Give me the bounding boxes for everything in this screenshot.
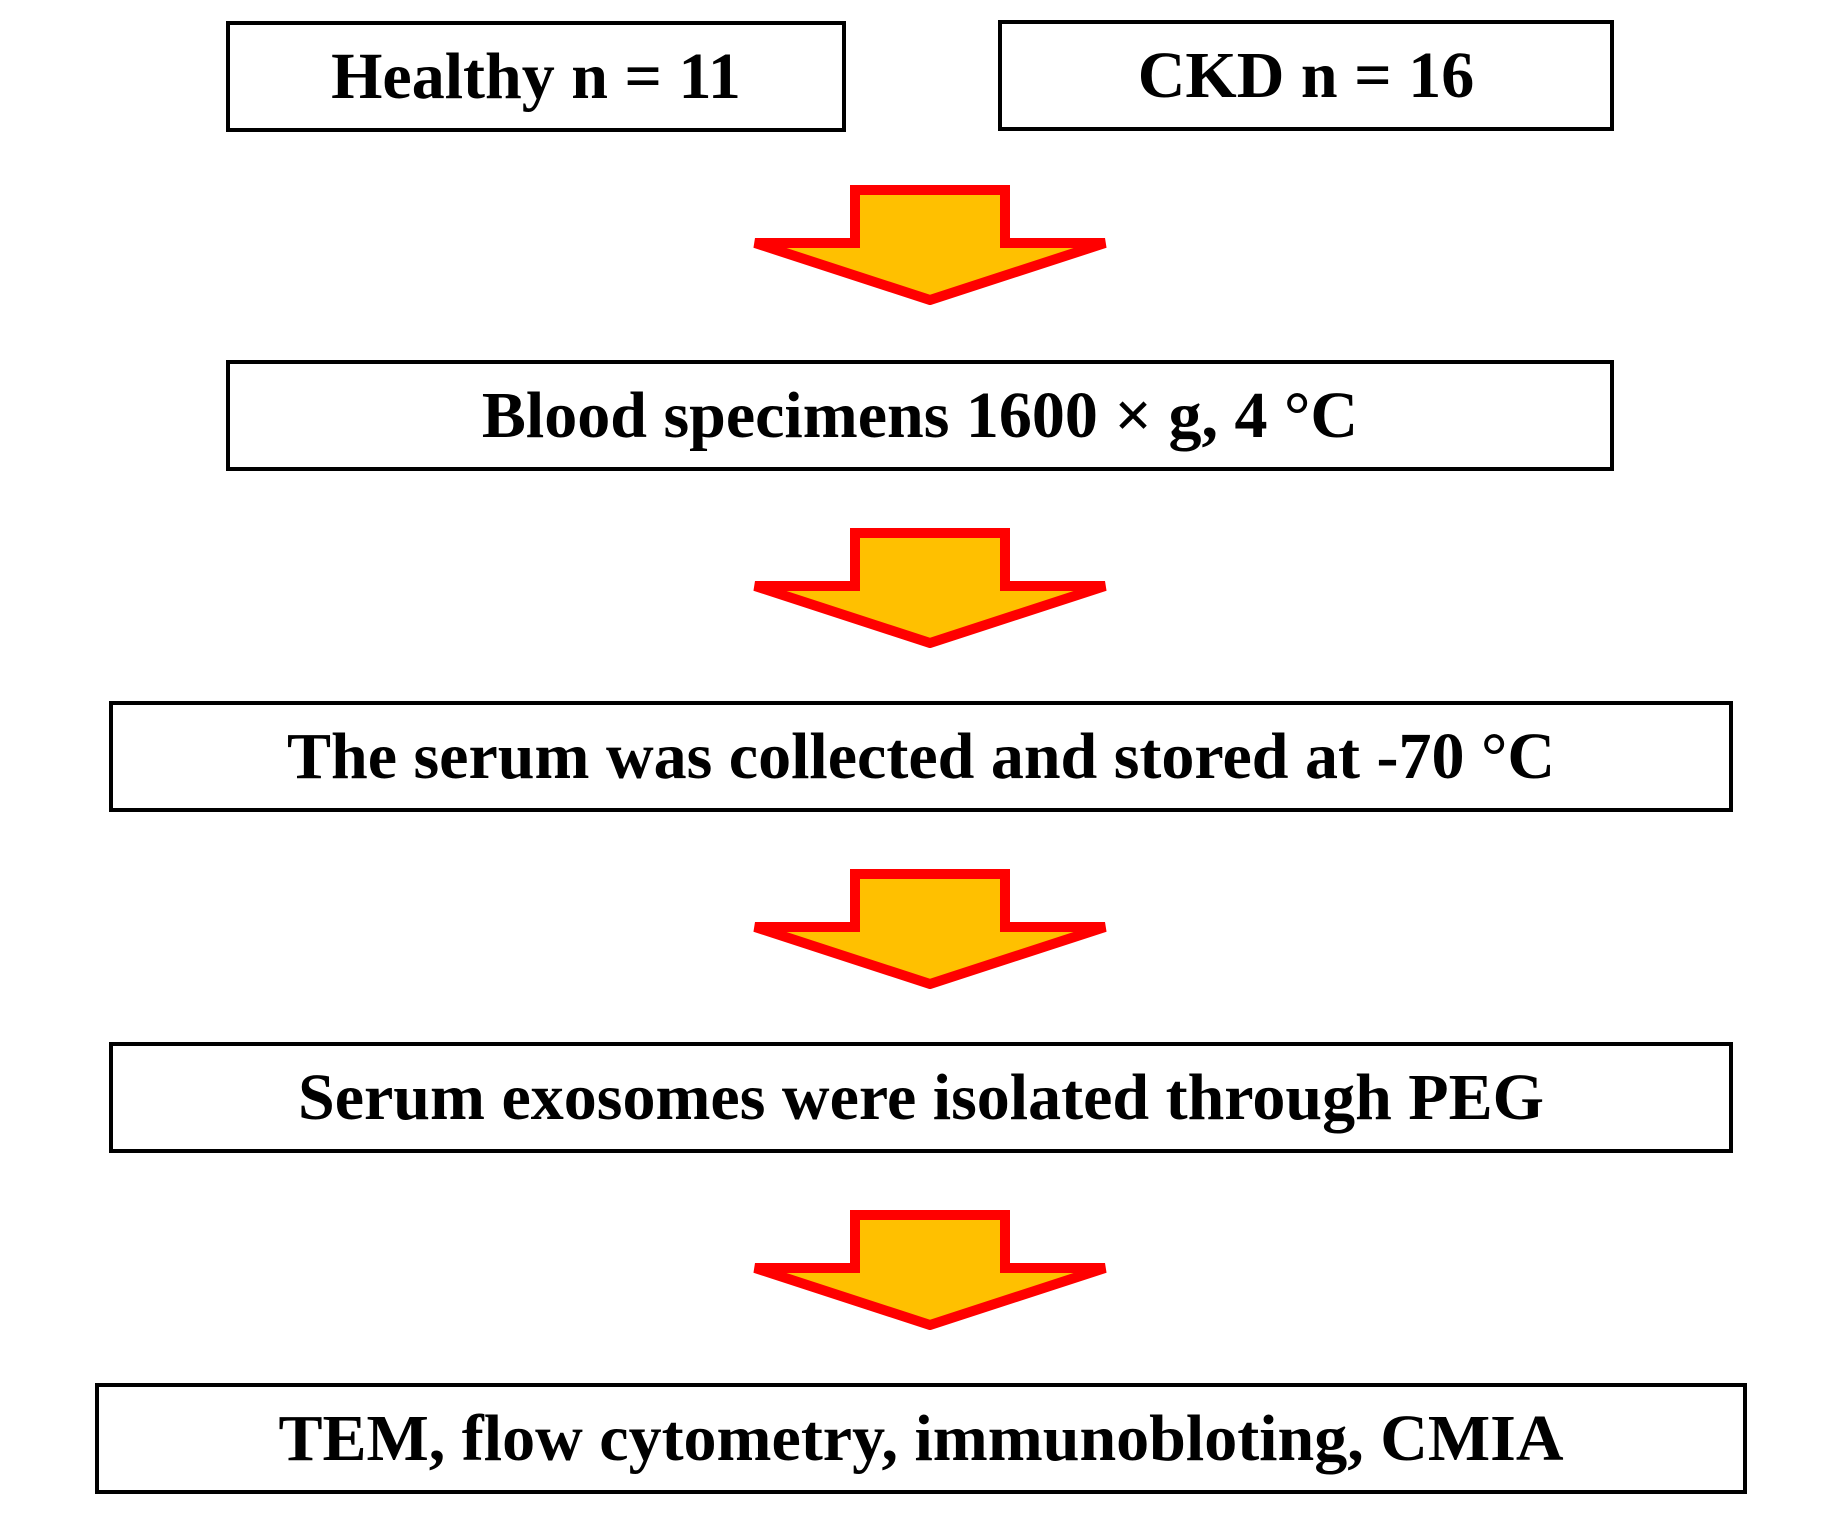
serum-storage-box: The serum was collected and stored at -7… xyxy=(109,701,1733,812)
down-arrow-icon xyxy=(753,528,1107,648)
analysis-methods-label: TEM, flow cytometry, immunobloting, CMIA xyxy=(278,1401,1564,1475)
down-arrow-icon xyxy=(753,869,1107,989)
blood-specimens-label: Blood specimens 1600 × g, 4 °C xyxy=(481,378,1359,452)
ckd-group-box: CKD n = 16 xyxy=(998,20,1614,131)
down-arrow-icon xyxy=(753,1210,1107,1330)
healthy-group-box: Healthy n = 11 xyxy=(226,21,846,132)
healthy-group-label: Healthy n = 11 xyxy=(331,39,741,113)
analysis-methods-box: TEM, flow cytometry, immunobloting, CMIA xyxy=(95,1383,1747,1494)
ckd-group-label: CKD n = 16 xyxy=(1137,38,1475,112)
serum-storage-label: The serum was collected and stored at -7… xyxy=(286,719,1556,793)
exosome-isolation-label: Serum exosomes were isolated through PEG xyxy=(298,1060,1544,1134)
blood-specimens-box: Blood specimens 1600 × g, 4 °C xyxy=(226,360,1614,471)
exosome-isolation-box: Serum exosomes were isolated through PEG xyxy=(109,1042,1733,1153)
down-arrow-icon xyxy=(753,185,1107,305)
